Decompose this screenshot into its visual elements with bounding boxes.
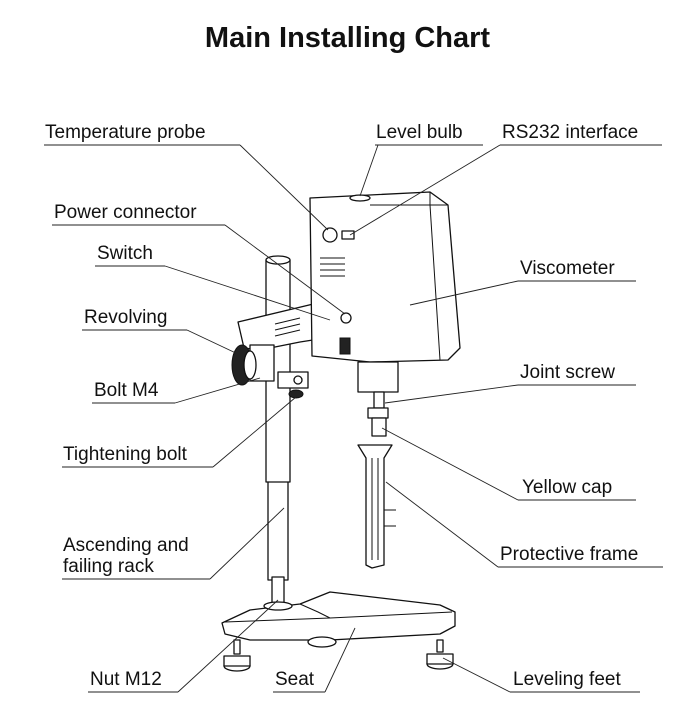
label-viscometer: Viscometer <box>520 258 615 279</box>
leveling-foot-left <box>223 639 251 672</box>
leveling-foot-center <box>307 636 337 648</box>
label-ascending-line2: failing rack <box>63 556 154 577</box>
label-level-bulb: Level bulb <box>376 122 463 143</box>
diagram-title: Main Installing Chart <box>204 22 491 54</box>
label-joint-screw: Joint screw <box>520 362 616 383</box>
label-switch: Switch <box>97 243 153 264</box>
label-nut-m12: Nut M12 <box>90 669 162 690</box>
label-tightening-bolt: Tightening bolt <box>63 444 187 465</box>
label-leveling-feet: Leveling feet <box>513 669 621 690</box>
revolving-knob <box>231 344 257 386</box>
viscometer-head <box>309 191 461 393</box>
label-yellow-cap: Yellow cap <box>522 477 613 498</box>
column <box>263 255 293 611</box>
spindle-joint <box>367 391 389 437</box>
label-rs232-interface: RS232 interface <box>502 122 639 143</box>
label-bolt-m4: Bolt M4 <box>94 380 159 401</box>
leader-lines <box>44 144 663 693</box>
leveling-foot-right <box>426 639 454 670</box>
label-seat: Seat <box>275 669 315 690</box>
protective-frame <box>357 444 396 569</box>
label-protective-frame: Protective frame <box>500 544 639 565</box>
seat-base <box>221 591 456 641</box>
label-temperature-probe: Temperature probe <box>45 122 206 143</box>
tightening-assembly <box>277 371 309 399</box>
label-power-connector: Power connector <box>54 202 197 223</box>
label-ascending-line1: Ascending and <box>63 535 189 556</box>
label-revolving: Revolving <box>84 307 168 328</box>
